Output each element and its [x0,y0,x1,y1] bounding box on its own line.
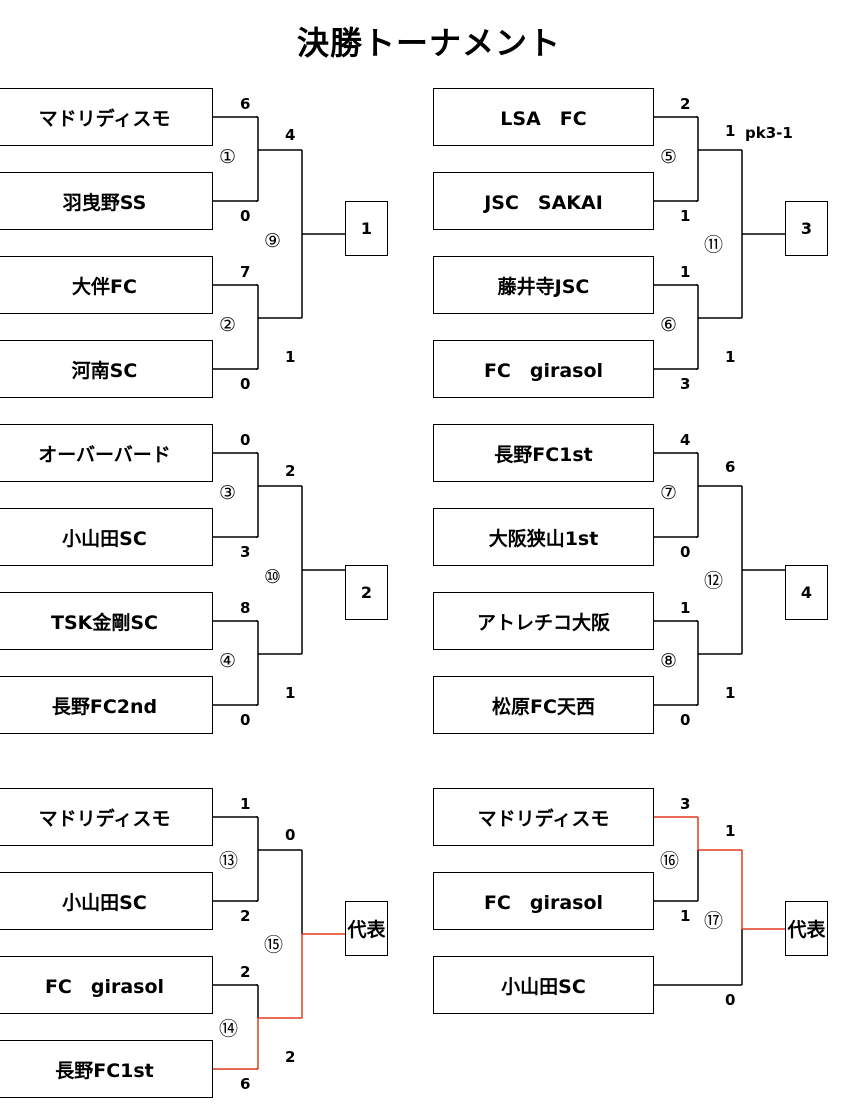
score: 4 [285,126,296,144]
team-box: アトレチコ大阪 [433,592,654,650]
score: 4 [680,431,691,449]
team-box: 小山田SC [433,956,654,1014]
score: 1 [680,907,691,925]
result-box: 2 [345,565,388,620]
result-box: 4 [785,565,828,620]
result-box: 3 [785,201,828,256]
score: 2 [680,95,691,113]
team-box: TSK金剛SC [0,592,213,650]
team-box: 羽曳野SS [0,172,213,230]
score: 1 [725,822,736,840]
score: 0 [240,375,251,393]
score: 0 [240,711,251,729]
team-box: 小山田SC [0,872,213,930]
match-number: ① [219,146,237,168]
score: 2 [240,907,251,925]
team-box: JSC SAKAI [433,172,654,230]
score: 0 [725,991,736,1009]
score: 3 [680,795,691,813]
match-number: ⑬ [219,850,239,872]
score: 3 [680,375,691,393]
score: 1 [725,122,736,140]
score: 1 [285,348,296,366]
score: 1 [725,684,736,702]
match-number: ⑰ [704,910,724,932]
match-number: ⑩ [264,566,282,588]
match-number: ⑭ [219,1018,239,1040]
score: 0 [680,543,691,561]
score: 2 [240,963,251,981]
result-box: 代表 [785,901,828,956]
match-number: ④ [219,650,237,672]
match-number: ② [219,314,237,336]
match-number: ③ [219,482,237,504]
team-box: マドリディスモ [0,788,213,846]
team-box: マドリディスモ [433,788,654,846]
team-box: 河南SC [0,340,213,398]
score: 0 [680,711,691,729]
team-box: 長野FC1st [0,1040,213,1098]
score: 7 [240,263,251,281]
match-number: ⑤ [660,146,678,168]
score: 2 [285,1048,296,1066]
team-box: FC girasol [0,956,213,1014]
score: 6 [240,1075,251,1093]
team-box: 小山田SC [0,508,213,566]
match-number: ⑥ [660,314,678,336]
team-box: FC girasol [433,872,654,930]
score: 1 [680,599,691,617]
score: 3 [240,543,251,561]
match-number: ⑯ [660,850,680,872]
match-number: ⑮ [264,934,284,956]
match-number: ⑧ [660,650,678,672]
team-box: 松原FC天西 [433,676,654,734]
score: 1 [680,263,691,281]
pk-result: pk3-1 [745,124,793,142]
score: 2 [285,462,296,480]
score: 6 [240,95,251,113]
team-box: LSA FC [433,88,654,146]
score: 6 [725,458,736,476]
match-number: ⑦ [660,482,678,504]
score: 1 [725,348,736,366]
team-box: マドリディスモ [0,88,213,146]
score: 0 [240,431,251,449]
score: 8 [240,599,251,617]
match-number: ⑨ [264,230,282,252]
score: 0 [285,826,296,844]
score: 1 [240,795,251,813]
score: 1 [285,684,296,702]
team-box: 長野FC1st [433,424,654,482]
team-box: 長野FC2nd [0,676,213,734]
result-box: 1 [345,201,388,256]
match-number: ⑪ [704,234,724,256]
match-number: ⑫ [704,570,724,592]
result-box: 代表 [345,901,388,956]
team-box: 大伴FC [0,256,213,314]
team-box: オーバーバード [0,424,213,482]
team-box: FC girasol [433,340,654,398]
page-title: 決勝トーナメント [296,24,561,62]
team-box: 大阪狭山1st [433,508,654,566]
score: 1 [680,207,691,225]
score: 0 [240,207,251,225]
team-box: 藤井寺JSC [433,256,654,314]
